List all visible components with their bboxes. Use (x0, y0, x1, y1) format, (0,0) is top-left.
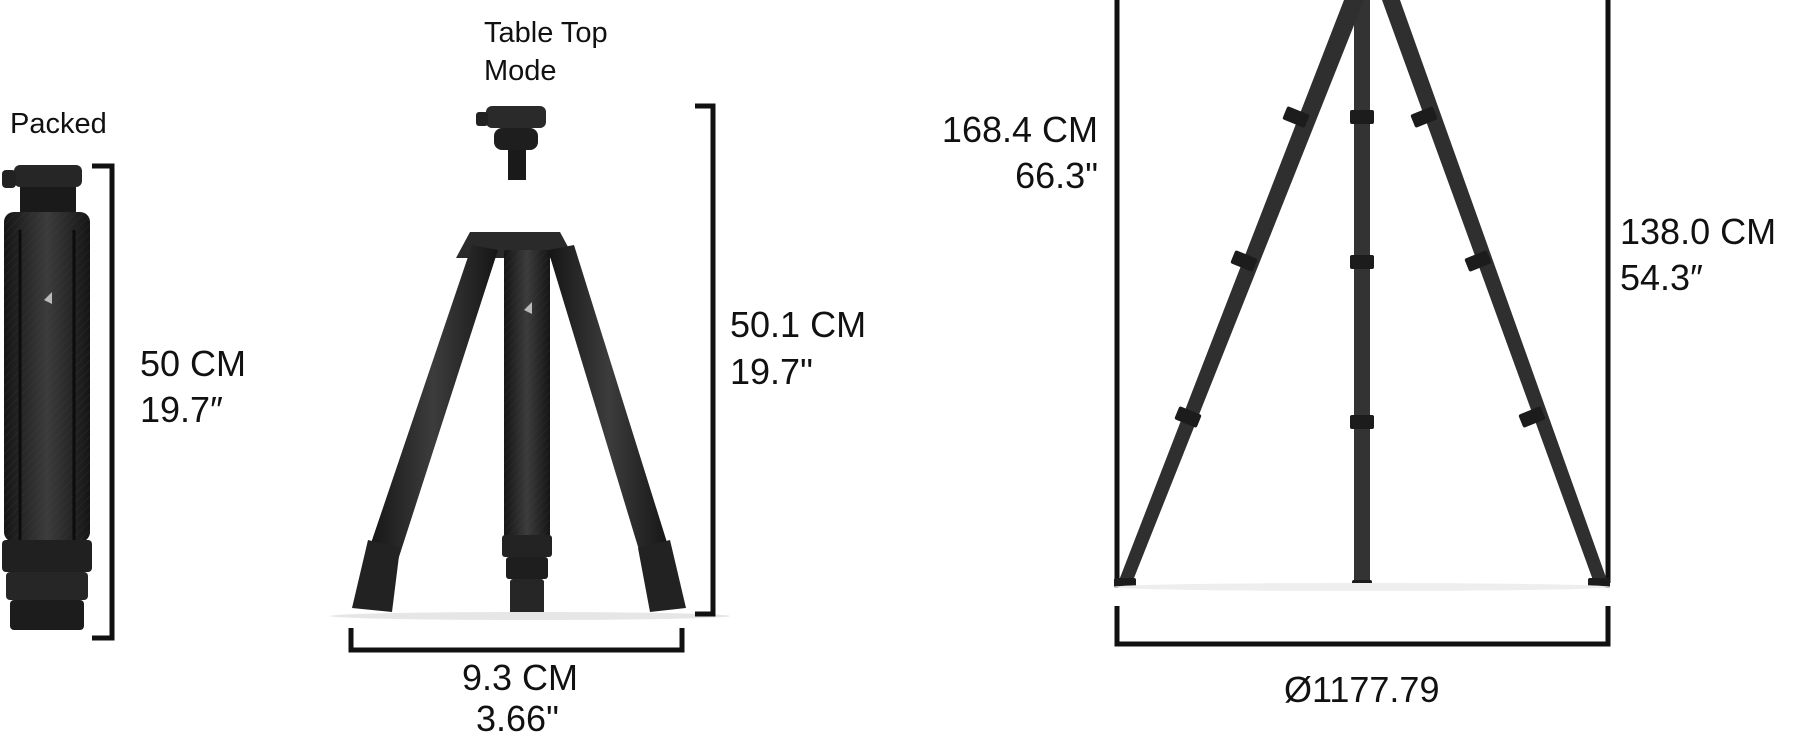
packed-caption: Packed (10, 108, 107, 140)
tabletop-width-in: 3.66" (476, 698, 559, 739)
tabletop-height-bracket (695, 103, 716, 617)
extended-legs-height-in: 54.3″ (1620, 257, 1703, 298)
tabletop-width-bracket (348, 628, 685, 653)
tabletop-height-in: 19.7" (730, 351, 813, 392)
extended-footprint-diameter: Ø1177.79 (1284, 669, 1440, 710)
extended-max-height-cm: 168.4 CM (941, 109, 1098, 150)
packed-height-bracket (92, 163, 115, 641)
extended-tripod-image (1112, 0, 1612, 591)
extended-footprint-bracket (1114, 606, 1611, 647)
packed-height-cm: 50 CM (140, 343, 247, 384)
packed-height-in: 19.7″ (140, 389, 223, 430)
tabletop-height-cm: 50.1 CM (730, 304, 867, 345)
tabletop-caption-line2: Mode (484, 55, 557, 87)
tabletop-caption-line1: Table Top (484, 17, 608, 49)
tabletop-width-cm: 9.3 CM (462, 657, 579, 698)
packed-tripod-image (2, 165, 92, 630)
extended-max-height-in: 66.3" (1015, 155, 1098, 196)
extended-legs-height-cm: 138.0 CM (1620, 211, 1777, 252)
tabletop-tripod-image (330, 106, 730, 620)
